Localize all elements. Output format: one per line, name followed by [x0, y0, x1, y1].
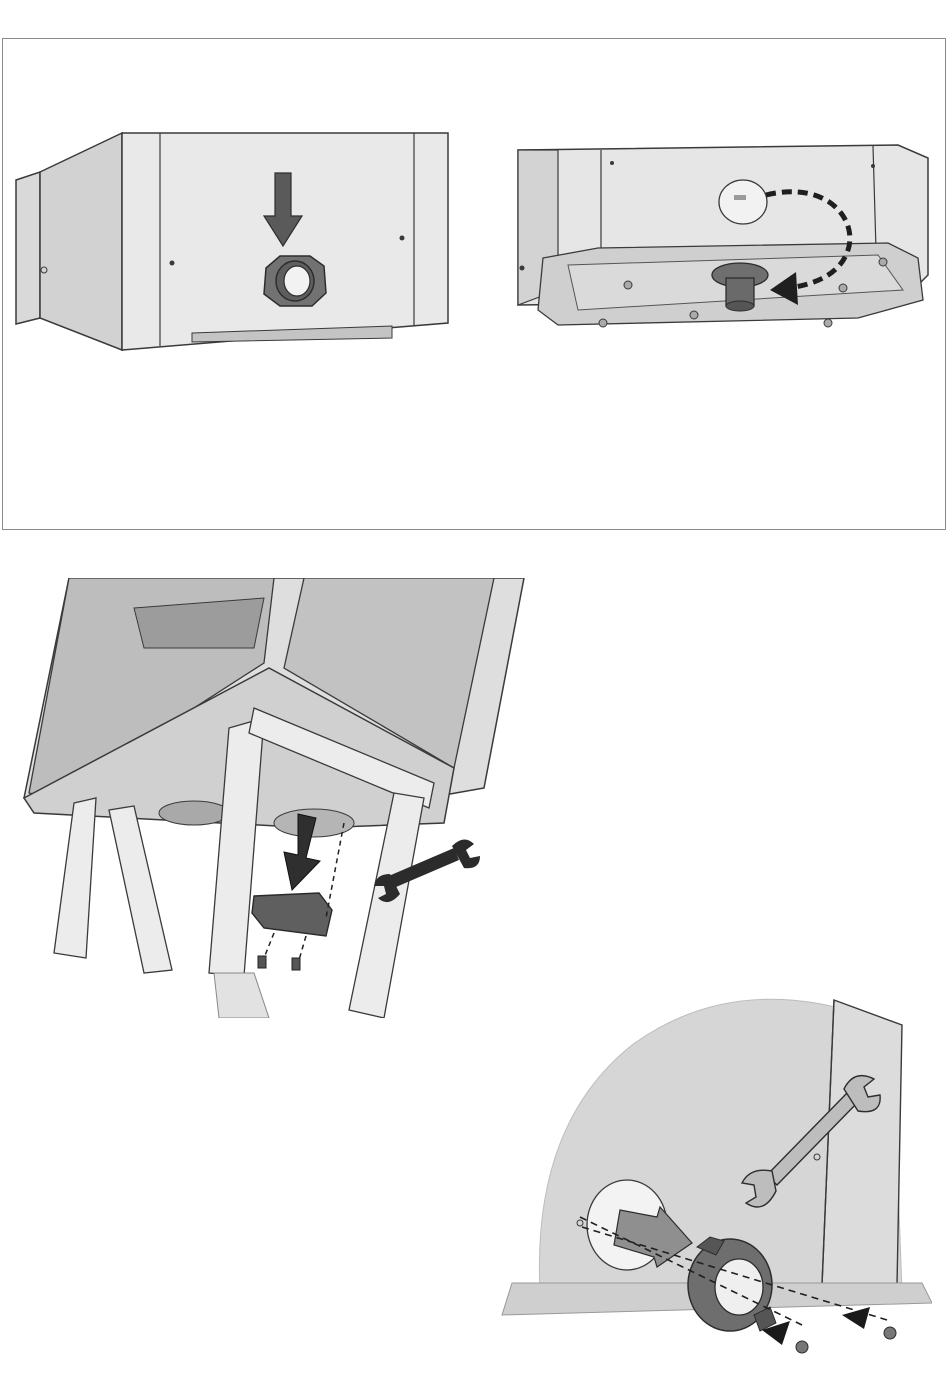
- figure-stove-underside: [498, 140, 938, 340]
- flue-collar: [264, 256, 326, 306]
- cover-plate: [252, 893, 332, 936]
- figure-stove-legs: [14, 578, 530, 1018]
- figure-stove-front: [12, 128, 457, 353]
- figure-collar-detail: [492, 985, 932, 1385]
